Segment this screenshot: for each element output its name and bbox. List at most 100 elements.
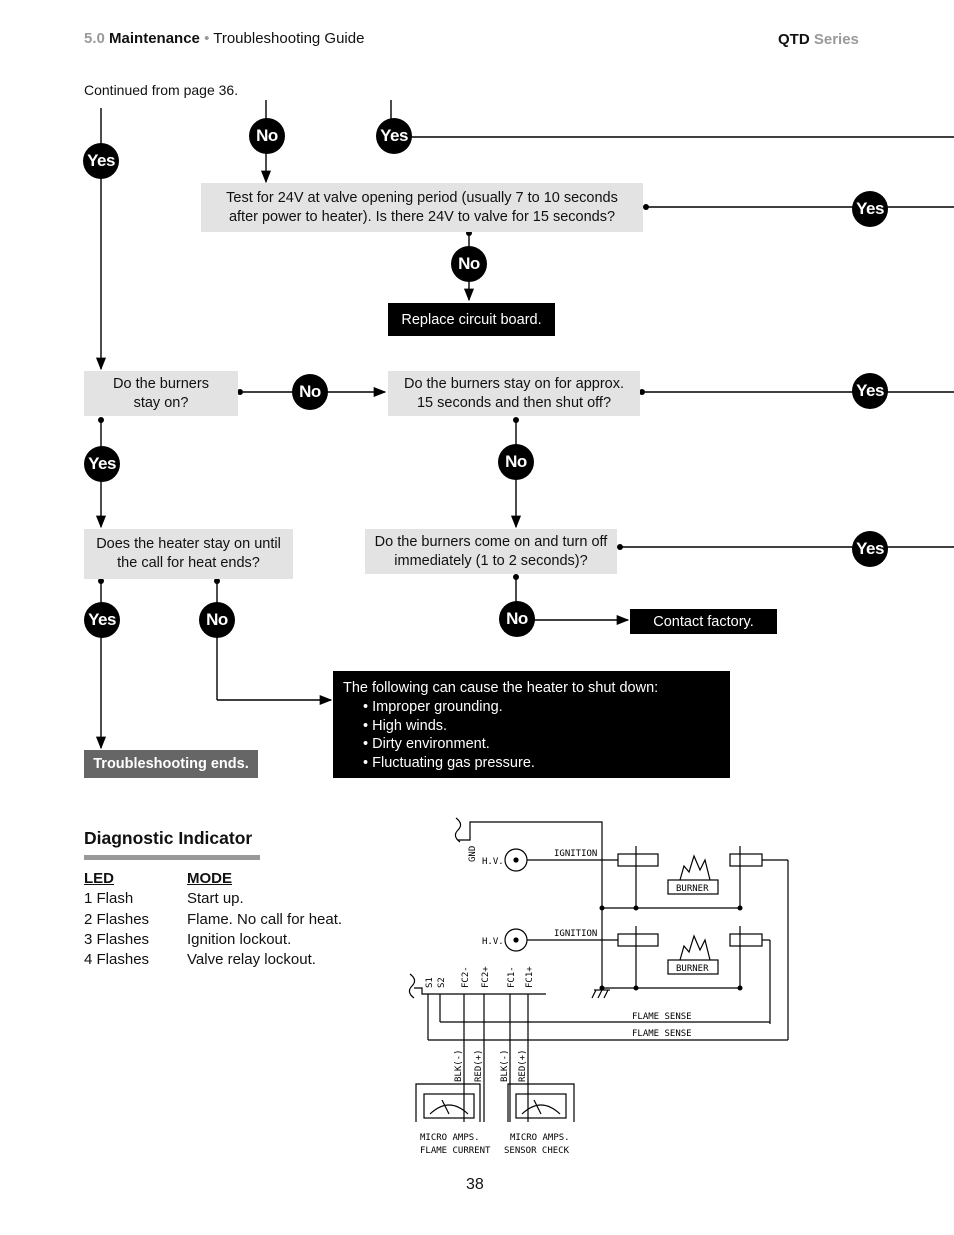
junction-dot bbox=[599, 905, 605, 911]
no-marker: No bbox=[498, 444, 534, 480]
column-header-mode: MODE bbox=[187, 870, 232, 887]
yes-marker: Yes bbox=[852, 373, 888, 409]
ground-symbol-icon bbox=[603, 989, 609, 999]
shutdown-causes-list: Improper grounding. High winds. Dirty en… bbox=[343, 698, 730, 773]
list-item: Dirty environment. bbox=[363, 735, 730, 754]
burner-label: BURNER bbox=[676, 884, 709, 894]
flowchart-connectors bbox=[95, 100, 954, 750]
cable-break-symbol bbox=[454, 817, 462, 843]
shutdown-intro: The following can cause the heater to sh… bbox=[343, 680, 659, 696]
igniter-electrode-1 bbox=[617, 853, 659, 867]
decision-test-24v: Test for 24V at valve opening period (us… bbox=[201, 183, 643, 232]
wiring-diagram: GND H.V. H.V. IGNITION IGNITION BURNER B… bbox=[408, 817, 789, 1156]
column-header-led: LED bbox=[84, 870, 114, 887]
series-label: QTD Series bbox=[778, 31, 859, 48]
flame-icon bbox=[679, 934, 711, 961]
flame-icon bbox=[679, 854, 711, 881]
table-row: 2 Flashes Flame. No call for heat. bbox=[84, 911, 342, 931]
terminal-label: FC2+ bbox=[481, 966, 491, 988]
junction-dot bbox=[639, 389, 645, 395]
section-number: 5.0 bbox=[84, 30, 105, 47]
yes-marker: Yes bbox=[852, 531, 888, 567]
ignition-label: IGNITION bbox=[554, 929, 597, 939]
wire-label-red: RED(+) bbox=[474, 1049, 484, 1082]
series-light: Series bbox=[813, 31, 859, 48]
meter-face bbox=[515, 1093, 567, 1119]
ground-wire bbox=[458, 821, 603, 990]
flame-sensor-1 bbox=[729, 853, 763, 867]
hv-label: H.V. bbox=[482, 857, 504, 867]
mode-cell: Ignition lockout. bbox=[187, 930, 292, 948]
ignition-label: IGNITION bbox=[554, 849, 597, 859]
series-bold: QTD bbox=[778, 31, 810, 48]
meter-right bbox=[507, 1083, 575, 1122]
meter-left-label-2: FLAME CURRENT bbox=[420, 1146, 491, 1156]
end-troubleshooting: Troubleshooting ends. bbox=[84, 750, 258, 778]
ground-symbol-icon bbox=[597, 989, 603, 999]
led-cell: 3 Flashes bbox=[84, 930, 150, 948]
decision-burners-15-seconds: Do the burners stay on for approx. 15 se… bbox=[388, 371, 640, 416]
subsection-name: Troubleshooting Guide bbox=[213, 30, 365, 47]
list-item: Improper grounding. bbox=[363, 698, 730, 717]
title-underline bbox=[84, 855, 260, 860]
decision-burners-stay-on: Do the burners stay on? bbox=[84, 371, 238, 416]
header-separator: • bbox=[204, 30, 210, 47]
no-marker: No bbox=[499, 601, 535, 637]
junction-dot bbox=[513, 574, 519, 580]
meter-needle bbox=[441, 1099, 450, 1115]
led-cell: 1 Flash bbox=[84, 890, 134, 908]
meter-dial bbox=[521, 1104, 561, 1115]
meter-face bbox=[423, 1093, 475, 1119]
ground-symbol-icon bbox=[591, 989, 597, 999]
table-row: 1 Flash Start up. bbox=[84, 890, 342, 910]
yes-marker: Yes bbox=[84, 602, 120, 638]
flame-sense-label: FLAME SENSE bbox=[632, 1029, 692, 1039]
page-number: 38 bbox=[466, 1176, 484, 1193]
table-header-row: LED MODE bbox=[84, 870, 342, 890]
yes-marker: Yes bbox=[84, 446, 120, 482]
decision-heater-stay-on: Does the heater stay on until the call f… bbox=[84, 529, 293, 579]
hv-terminal-dot bbox=[513, 937, 519, 943]
burner-label: BURNER bbox=[676, 964, 709, 974]
terminal-label: FC1+ bbox=[525, 966, 535, 988]
junction-dot bbox=[737, 985, 743, 991]
burner-box-1 bbox=[667, 879, 719, 895]
wire-label-red: RED(+) bbox=[518, 1049, 528, 1082]
junction-dot bbox=[643, 204, 649, 210]
section-name: Maintenance bbox=[109, 30, 200, 47]
junction-dot bbox=[214, 578, 220, 584]
continued-note: Continued from page 36. bbox=[84, 82, 239, 98]
mode-cell: Start up. bbox=[187, 890, 244, 908]
igniter-electrode-2 bbox=[617, 933, 659, 947]
table-row: 3 Flashes Ignition lockout. bbox=[84, 931, 342, 951]
meter-needle bbox=[533, 1099, 542, 1115]
hv-label: H.V. bbox=[482, 937, 504, 947]
junction-dot bbox=[237, 389, 243, 395]
yes-marker: Yes bbox=[83, 143, 119, 179]
led-cell: 2 Flashes bbox=[84, 910, 150, 928]
yes-marker: Yes bbox=[376, 118, 412, 154]
diagnostic-table: LED MODE 1 Flash Start up. 2 Flashes Fla… bbox=[84, 870, 342, 971]
burner-box-2 bbox=[667, 959, 719, 975]
flame-sensor-2 bbox=[729, 933, 763, 947]
junction-dot bbox=[98, 578, 104, 584]
hv-terminal-dot bbox=[513, 857, 519, 863]
no-marker: No bbox=[199, 602, 235, 638]
table-row: 4 Flashes Valve relay lockout. bbox=[84, 951, 342, 971]
junction-dot bbox=[599, 985, 605, 991]
list-item: High winds. bbox=[363, 717, 730, 736]
cable-break-symbol bbox=[408, 973, 416, 999]
terminal-label: S2 bbox=[437, 977, 447, 988]
no-marker: No bbox=[451, 246, 487, 282]
meter-left bbox=[415, 1083, 481, 1122]
junction-dot bbox=[98, 417, 104, 423]
meter-right-label-2: SENSOR CHECK bbox=[504, 1146, 570, 1156]
flame-sense-label: FLAME SENSE bbox=[632, 1012, 692, 1022]
gnd-label: GND bbox=[468, 846, 478, 862]
decision-burners-immediate: Do the burners come on and turn off imme… bbox=[365, 529, 617, 574]
wire-label-blk: BLK(-) bbox=[454, 1049, 464, 1082]
action-contact-factory: Contact factory. bbox=[630, 609, 777, 634]
meter-left-label-1: MICRO AMPS. bbox=[420, 1133, 480, 1143]
no-marker: No bbox=[292, 374, 328, 410]
yes-marker: Yes bbox=[852, 191, 888, 227]
